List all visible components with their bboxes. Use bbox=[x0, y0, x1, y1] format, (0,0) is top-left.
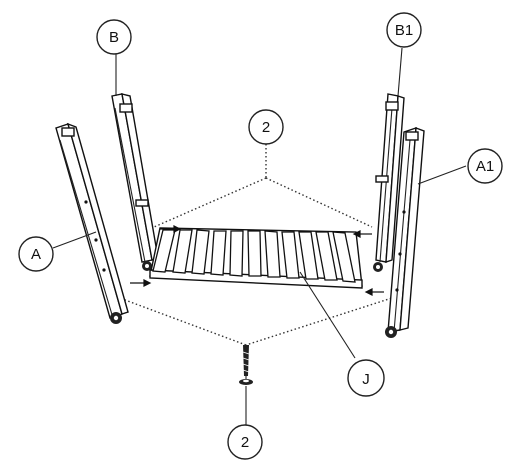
label-b1: B1 bbox=[386, 12, 422, 48]
label-j-text: J bbox=[362, 371, 370, 388]
label-screw-bottom-text: 2 bbox=[241, 434, 249, 451]
slatted-shelf-j bbox=[149, 227, 363, 289]
lower-guide-lines bbox=[116, 296, 396, 346]
label-b1-text: B1 bbox=[395, 22, 413, 39]
label-screw-top: 2 bbox=[248, 109, 284, 145]
label-j: J bbox=[347, 359, 385, 397]
post-a1 bbox=[385, 127, 425, 338]
label-b-text: B bbox=[109, 29, 119, 46]
post-b bbox=[111, 93, 159, 271]
insertion-arrows bbox=[130, 225, 384, 296]
label-screw-top-text: 2 bbox=[262, 119, 270, 136]
upper-guide-lines bbox=[153, 144, 373, 228]
label-b: B bbox=[96, 19, 132, 55]
shelf-slats bbox=[152, 229, 356, 283]
leader-lines bbox=[52, 47, 467, 359]
screw bbox=[239, 345, 253, 425]
post-a bbox=[55, 122, 129, 324]
label-a-text: A bbox=[31, 246, 41, 263]
post-b1 bbox=[373, 93, 405, 272]
label-screw-bottom: 2 bbox=[227, 424, 263, 460]
label-a1-text: A1 bbox=[476, 158, 494, 175]
label-a: A bbox=[18, 236, 54, 272]
label-a1: A1 bbox=[467, 148, 503, 184]
